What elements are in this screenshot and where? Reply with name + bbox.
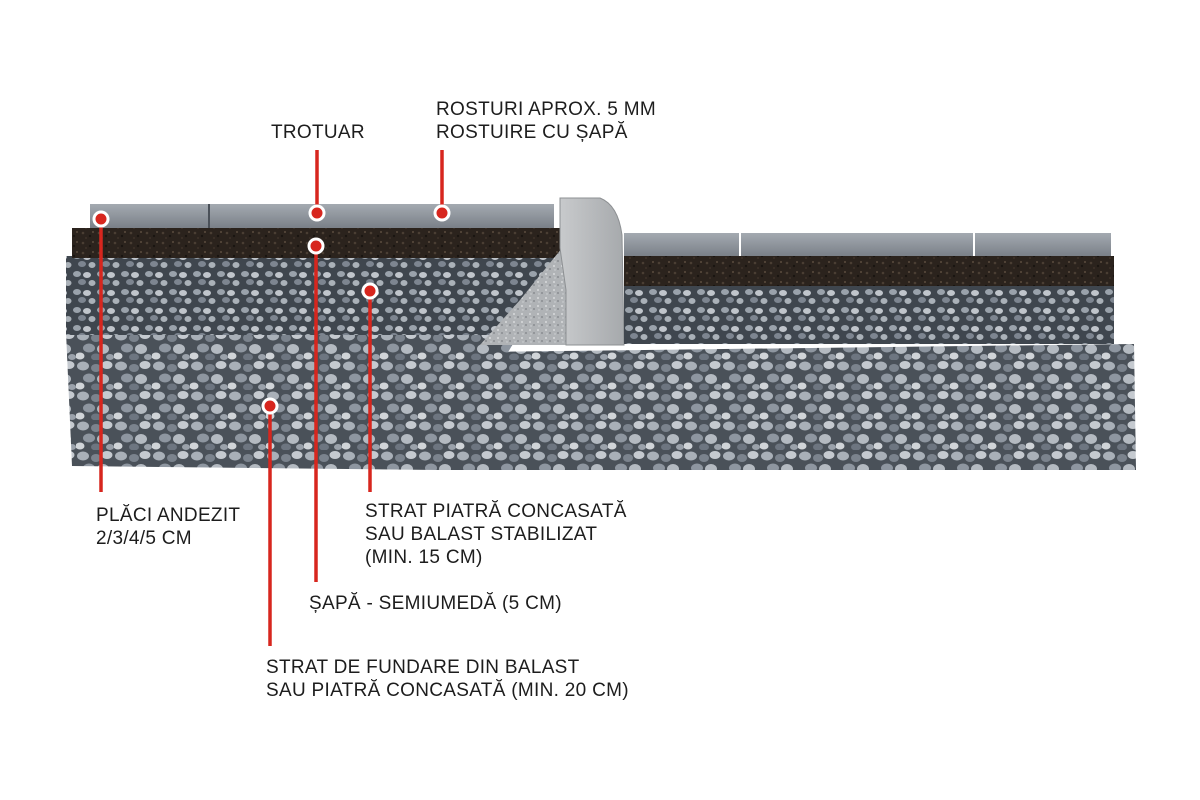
- road-crushed-stone-layer: [624, 284, 1114, 344]
- label-rosturi-line1: ROSTURI APROX. 5 MM: [436, 99, 657, 120]
- tile: [210, 204, 554, 228]
- dot-trotuar: [308, 204, 326, 222]
- label-strat-piatra-line1: STRAT PIATRĂ CONCASATĂ: [365, 501, 627, 522]
- andesite-tiles: [90, 204, 554, 228]
- road-screed-layer: [624, 256, 1114, 286]
- label-fundare-line2: SAU PIATRĂ CONCASATĂ (MIN. 20 CM): [266, 680, 629, 701]
- tile: [741, 233, 973, 256]
- label-placi-line2: 2/3/4/5 CM: [96, 528, 192, 549]
- label-sapa-line1: ȘAPĂ - SEMIUMEDĂ (5 CM): [309, 593, 562, 614]
- crushed-stone-layer: [66, 256, 560, 335]
- label-placi-line1: PLĂCI ANDEZIT: [96, 505, 241, 526]
- tile: [975, 233, 1111, 256]
- label-fundare: STRAT DE FUNDARE DIN BALAST SAU PIATRĂ C…: [266, 656, 629, 702]
- label-placi: PLĂCI ANDEZIT 2/3/4/5 CM: [96, 504, 240, 550]
- road-section: [438, 233, 1136, 470]
- foundation-gravel-layer: [66, 332, 520, 470]
- label-strat-piatra: STRAT PIATRĂ CONCASATĂ SAU BALAST STABIL…: [365, 500, 627, 569]
- tile: [90, 204, 208, 228]
- tile: [624, 233, 739, 256]
- label-fundare-line1: STRAT DE FUNDARE DIN BALAST: [266, 657, 580, 678]
- road-foundation-gravel-layer: [438, 344, 1136, 470]
- leader-dots: [92, 204, 451, 415]
- road-tiles: [624, 233, 1111, 256]
- label-trotuar: TROTUAR: [271, 121, 365, 144]
- dot-rosturi: [433, 204, 451, 222]
- label-strat-piatra-line2: SAU BALAST STABILIZAT: [365, 524, 598, 545]
- dot-fundare: [261, 397, 279, 415]
- label-strat-piatra-line3: (MIN. 15 CM): [365, 547, 483, 568]
- curb-stone: [559, 197, 625, 346]
- leader-lines: [99, 150, 444, 646]
- label-rosturi-line2: ROSTUIRE CU ȘAPĂ: [436, 122, 628, 143]
- label-trotuar-line1: TROTUAR: [271, 122, 365, 143]
- curb: [480, 197, 625, 346]
- dot-placi: [92, 210, 110, 228]
- dot-strat-piatra: [361, 282, 379, 300]
- label-rosturi: ROSTURI APROX. 5 MM ROSTUIRE CU ȘAPĂ: [436, 98, 656, 144]
- label-sapa: ȘAPĂ - SEMIUMEDĂ (5 CM): [309, 592, 562, 615]
- dot-sapa: [307, 237, 325, 255]
